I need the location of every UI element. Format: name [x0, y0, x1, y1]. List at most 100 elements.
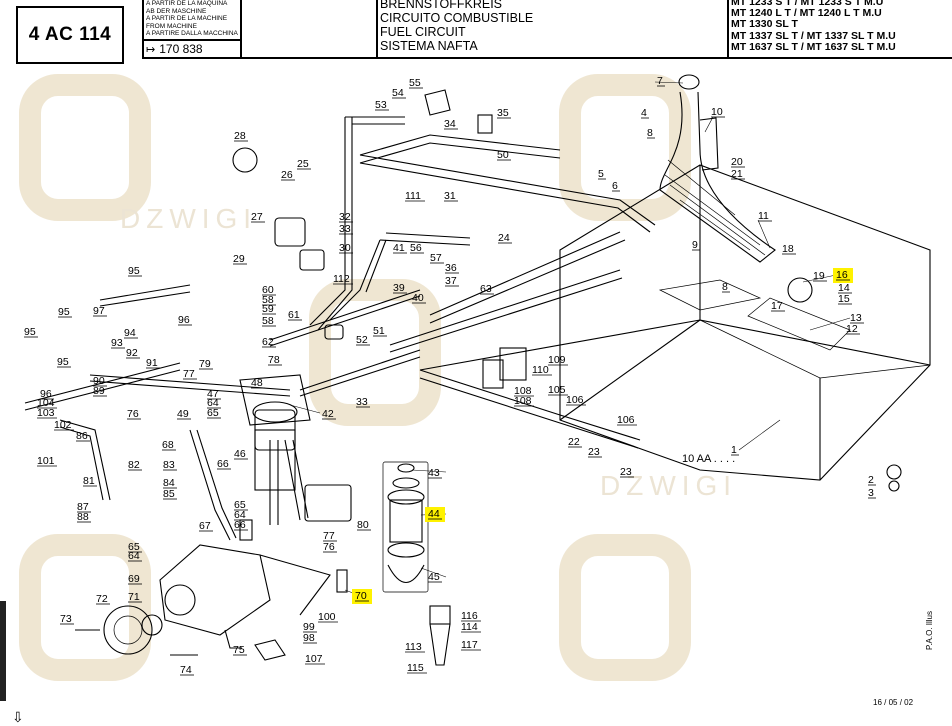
- callout-number: 65: [207, 407, 219, 419]
- part-callout-54: 54: [392, 87, 406, 99]
- callout-number: 106: [566, 394, 584, 406]
- callout-number: 115: [407, 662, 424, 674]
- callout-number: 68: [162, 439, 174, 451]
- title-line: CIRCUITO COMBUSTIBLE: [380, 11, 534, 25]
- part-callout-66: 66: [217, 458, 231, 470]
- part-callout-113: 113: [405, 641, 425, 653]
- callout-number: 98: [303, 632, 315, 644]
- callout-highlight: [425, 507, 445, 522]
- part-callout-33: 33: [339, 223, 353, 235]
- callout-number: 97: [93, 305, 105, 317]
- part-callout-77: 77: [183, 368, 197, 380]
- part-callout-81: 81: [83, 475, 97, 487]
- callout-number: 41: [393, 242, 405, 254]
- part-callout-52: 52: [356, 334, 370, 346]
- callout-number: 49: [177, 408, 189, 420]
- part-callout-21: 21: [731, 168, 745, 180]
- callout-labels: 1234567889101112131415161718192021222323…: [24, 75, 876, 676]
- part-callout-30: 30: [339, 242, 353, 254]
- callout-number: 13: [850, 312, 862, 324]
- callout-number: 108: [514, 385, 532, 397]
- part-callout-95: 95: [24, 326, 38, 338]
- model-line: MT 1337 SL T / MT 1337 SL T M.U: [731, 29, 896, 42]
- callout-number: 19: [813, 270, 825, 282]
- part-callout-101: 101: [37, 455, 57, 467]
- page-code-box: 4 AC 114: [16, 6, 124, 64]
- part-callout-107: 107: [305, 653, 325, 665]
- from-arrow-icon: ↦: [146, 44, 156, 56]
- part-callout-4: 4: [641, 107, 649, 119]
- callout-number: 53: [375, 99, 387, 111]
- callout-number: 24: [498, 232, 510, 244]
- callout-number: 32: [339, 211, 351, 223]
- callout-number: 107: [305, 653, 323, 665]
- callout-highlight: [352, 589, 372, 604]
- part-callout-23: 23: [620, 466, 634, 478]
- callout-number: 6: [612, 180, 618, 192]
- part-callout-13: 13: [850, 312, 864, 324]
- callout-number: 85: [163, 488, 175, 500]
- part-callout-95: 95: [128, 265, 142, 277]
- callout-number: 47: [207, 388, 219, 400]
- serial-number: ↦170 838: [146, 42, 203, 56]
- callout-number: 103: [37, 407, 55, 419]
- serial-value: 170 838: [159, 42, 203, 56]
- callout-number: 35: [497, 107, 509, 119]
- part-callout-15: 15: [838, 293, 852, 305]
- callout-number: 27: [251, 211, 263, 223]
- part-callout-98: 98: [303, 632, 317, 644]
- header-divider: [727, 0, 729, 58]
- part-callout-116: 116: [461, 610, 481, 622]
- down-arrow-icon[interactable]: ⇩: [12, 709, 24, 725]
- part-callout-56: 56: [410, 242, 424, 254]
- part-callout-53: 53: [375, 99, 389, 111]
- callout-number: 8: [722, 281, 728, 293]
- from-machine-line: A PARTIR DE LA MAQUINA: [146, 0, 228, 7]
- part-callout-65: 65: [234, 499, 248, 511]
- part-callout-51: 51: [373, 325, 387, 337]
- part-callout-93: 93: [111, 337, 125, 349]
- part-callout-97: 97: [93, 305, 107, 317]
- part-callout-105: 105: [548, 384, 568, 396]
- circuit-titles: BRENNSTOFFKREIS CIRCUITO COMBUSTIBLE FUE…: [380, 0, 533, 53]
- callout-number: 65: [234, 499, 246, 511]
- part-callout-5: 5: [598, 168, 606, 180]
- part-callout-29: 29: [233, 253, 247, 265]
- callout-number: 3: [868, 487, 874, 499]
- callout-number: 104: [37, 397, 55, 409]
- callout-number: 54: [392, 87, 404, 99]
- callout-number: 89: [93, 385, 105, 397]
- callout-number: 117: [461, 639, 478, 651]
- from-machine-line: A PARTIR DE LA MACHINE: [146, 15, 228, 22]
- callout-number: 33: [339, 223, 351, 235]
- part-callout-112: 112: [333, 273, 353, 285]
- part-callout-96: 96: [40, 388, 54, 400]
- part-callout-92: 92: [126, 347, 140, 359]
- callout-number: 23: [588, 446, 600, 458]
- filler-neck: [659, 74, 776, 263]
- callout-number: 21: [731, 168, 743, 180]
- part-callout-1: 1: [731, 444, 739, 456]
- model-line: MT 1233 S T / MT 1233 S T M.U: [731, 0, 884, 8]
- misc-fittings: [75, 89, 902, 666]
- part-callout-37: 37: [445, 275, 459, 287]
- callout-number: 61: [288, 309, 300, 321]
- callout-highlight: [833, 268, 853, 283]
- callout-number: 84: [163, 477, 175, 489]
- part-callout-70: 70: [352, 589, 372, 604]
- filter-exploded-view: [382, 461, 429, 593]
- callout-number: 56: [410, 242, 422, 254]
- callout-number: 65: [128, 541, 140, 553]
- callout-number: 77: [323, 530, 335, 542]
- callout-number: 67: [199, 520, 211, 532]
- from-machine-line: FROM MACHINE: [146, 22, 197, 30]
- callout-number: 9: [692, 239, 698, 251]
- part-callout-17: 17: [771, 300, 785, 312]
- part-callout-9: 9: [692, 239, 700, 251]
- part-callout-61: 61: [288, 309, 302, 321]
- callout-number: 8: [647, 127, 653, 139]
- part-callout-73: 73: [60, 613, 74, 625]
- callout-number: 37: [445, 275, 457, 287]
- page-code: 4 AC 114: [28, 24, 112, 45]
- part-callout-32: 32: [339, 211, 353, 223]
